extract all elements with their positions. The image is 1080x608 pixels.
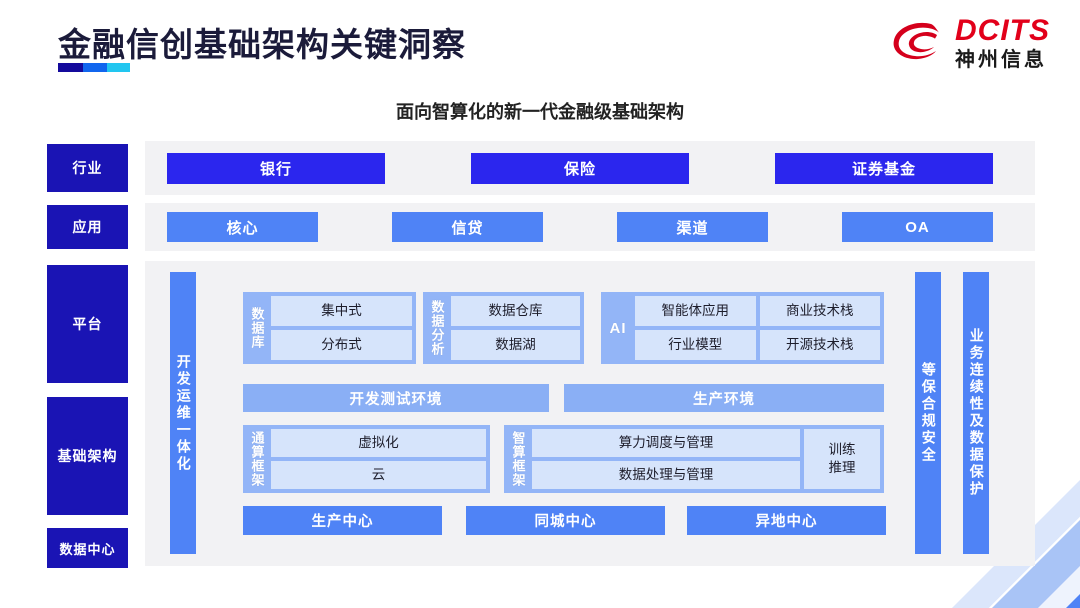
pill-data-warehouse[interactable]: 数据仓库 [451,296,580,326]
inference-label: 推理 [828,460,856,475]
pill-compute-scheduling[interactable]: 算力调度与管理 [532,429,800,457]
industry-chip-securities-fund[interactable]: 证券基金 [775,153,993,184]
application-chip-credit[interactable]: 信贷 [392,212,543,242]
group-label-ai: AI [609,319,627,337]
pill-cloud[interactable]: 云 [271,461,486,489]
application-chip-channel[interactable]: 渠道 [617,212,768,242]
application-chip-oa[interactable]: OA [842,212,993,242]
pill-industry-model[interactable]: 行业模型 [635,330,756,360]
datacenter-chip-remote[interactable]: 异地中心 [687,506,886,535]
industry-chip-insurance[interactable]: 保险 [471,153,689,184]
layer-tag-platform: 平台 [47,265,128,383]
page-title: 金融信创基础架构关键洞察 [58,26,466,63]
industry-chip-bank[interactable]: 银行 [167,153,385,184]
pill-agent-application[interactable]: 智能体应用 [635,296,756,326]
pill-data-processing[interactable]: 数据处理与管理 [532,461,800,489]
layer-tag-industry: 行业 [47,144,128,192]
pill-commercial-stack[interactable]: 商业技术栈 [759,296,880,326]
group-data-analytics: 数据分析 数据仓库 数据湖 [423,292,584,364]
group-label-database: 数据库 [249,307,265,349]
group-general-compute: 通算框架 虚拟化 云 [243,425,490,493]
title-underline-rule [58,63,130,72]
group-label-intelligent-compute: 智算框架 [510,431,526,487]
diagram-subtitle: 面向智算化的新一代金融级基础架构 [396,102,684,122]
pill-data-lake[interactable]: 数据湖 [451,330,580,360]
application-chip-core[interactable]: 核心 [167,212,318,242]
logo-text-cn: 神州信息 [955,49,1047,71]
group-intelligent-compute: 智算框架 算力调度与管理 数据处理与管理 训练 推理 [504,425,884,493]
pill-opensource-stack[interactable]: 开源技术栈 [759,330,880,360]
datacenter-chip-metro[interactable]: 同城中心 [466,506,665,535]
logo-text-en: DCITS [955,14,1050,47]
brand-logo: DCITS 神州信息 [891,16,1050,70]
vertical-bar-business-continuity: 业务连续性及数据保护 [963,272,989,554]
pill-virtualization[interactable]: 虚拟化 [271,429,486,457]
box-training-inference[interactable]: 训练 推理 [804,429,880,489]
layer-tag-datacenter: 数据中心 [47,528,128,568]
layer-tag-infrastructure: 基础架构 [47,397,128,515]
group-label-analytics: 数据分析 [429,300,445,356]
vertical-bar-devops: 开发运维一体化 [170,272,196,554]
training-label: 训练 [828,442,856,458]
group-database: 数据库 集中式 分布式 [243,292,416,364]
env-bar-production[interactable]: 生产环境 [564,384,884,412]
group-ai: AI 智能体应用 商业技术栈 行业模型 开源技术栈 [601,292,884,364]
dcits-swirl-icon [891,18,947,68]
pill-distributed[interactable]: 分布式 [271,330,412,360]
group-label-general-compute: 通算框架 [249,431,265,487]
vertical-bar-compliance-security: 等保合规安全 [915,272,941,554]
datacenter-chip-production[interactable]: 生产中心 [243,506,442,535]
env-bar-dev-test[interactable]: 开发测试环境 [243,384,549,412]
layer-tag-application: 应用 [47,205,128,249]
pill-centralized[interactable]: 集中式 [271,296,412,326]
